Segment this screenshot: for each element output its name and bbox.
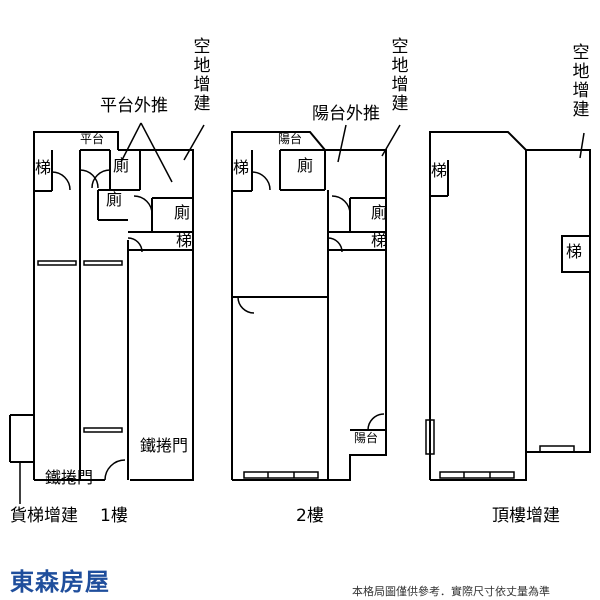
floor2-toilet-right-label: 廁 — [371, 203, 388, 222]
floor2-stairs-left-label: 梯 — [233, 158, 250, 177]
floor1-stairs-right-label: 梯 — [176, 231, 193, 250]
rooftop-stairs-right-label: 梯 — [566, 242, 583, 261]
rooftop-caption: 頂樓增建 — [492, 506, 560, 526]
floor2-toilet-top-label: 廁 — [297, 156, 314, 175]
floor1-toilet-top-label: 廁 — [113, 156, 130, 175]
floor1-platform-extension-label: 平台外推 — [100, 96, 168, 116]
floor1-iron-shutter-right-label: 鐵捲門 — [140, 436, 189, 455]
floor1-open-space-addition-label: 空地增建 — [193, 37, 211, 114]
disclaimer-note: 本格局圖僅供參考．實際尺寸依丈量為準 — [352, 585, 550, 598]
floor-1-walls — [9, 131, 194, 481]
rooftop-stairs-left-label: 梯 — [431, 161, 448, 180]
floor1-toilet-mid-label: 廁 — [106, 190, 123, 209]
floor2-balcony-top-label: 陽台 — [278, 132, 303, 146]
floor1-iron-shutter-bottom-label: 鐵捲門 — [45, 468, 94, 487]
floor2-stairs-right-label: 梯 — [371, 231, 388, 250]
floor2-caption: 2樓 — [296, 506, 324, 526]
floor1-freight-elevator-label: 貨梯增建 — [10, 506, 78, 526]
floor1-caption: 1樓 — [100, 506, 128, 526]
brand-logo: 東森房屋 — [10, 568, 110, 596]
rooftop-open-space-addition-label: 空地增建 — [572, 43, 590, 120]
floor1-toilet-right-label: 廁 — [174, 203, 191, 222]
floor2-balcony-extension-label: 陽台外推 — [312, 104, 380, 124]
floor2-balcony-bottom-label: 陽台 — [354, 431, 379, 445]
rooftop-walls — [425, 131, 591, 481]
floor-2-walls — [231, 131, 387, 481]
leader-lines — [19, 122, 585, 504]
floor1-stairs-left-label: 梯 — [35, 158, 52, 177]
floor2-open-space-addition-label: 空地增建 — [391, 37, 409, 114]
floor1-platform-label: 平台 — [80, 132, 105, 146]
